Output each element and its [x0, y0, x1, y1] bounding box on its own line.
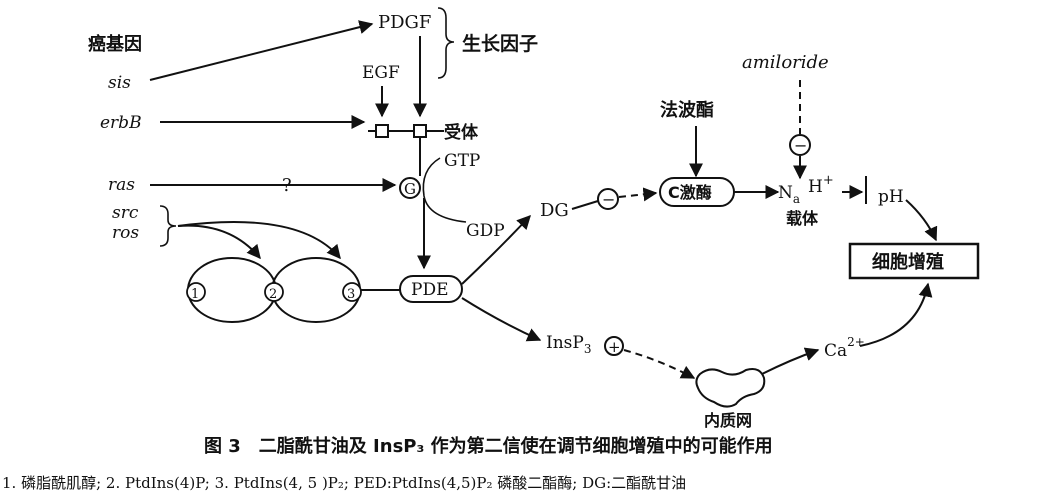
dg-minus-circle — [597, 188, 619, 210]
ph-to-proliferation-arrow — [905, 199, 938, 242]
insp3-label: InsP3 — [546, 333, 591, 356]
growth-factor-brace — [437, 7, 455, 79]
lipid-2-circle — [264, 282, 284, 302]
pde-to-dg-arrow — [461, 214, 531, 285]
lipid-1-circle — [186, 282, 206, 302]
oncogene-src: src — [112, 203, 139, 223]
oncogene-ros: ros — [112, 223, 139, 243]
pde-box — [399, 275, 463, 303]
ca-label: Ca2+ — [824, 335, 865, 361]
na-label: Na — [778, 183, 800, 206]
h-label: H+ — [808, 173, 834, 197]
dg-minus-sign: − — [602, 190, 615, 209]
pde-to-insp3-arrow — [461, 297, 542, 342]
src-ros-brace — [159, 205, 177, 247]
amiloride-label: amiloride — [742, 52, 829, 73]
carrier-label: 载体 — [786, 209, 819, 228]
amiloride-minus-sign: − — [794, 136, 807, 155]
amiloride-minus-circle — [789, 134, 811, 156]
g-protein-label: G — [404, 180, 416, 198]
dg-to-pkc-arrow — [618, 187, 658, 202]
lipid-3-circle — [342, 282, 362, 302]
lipid-3-label: 3 — [347, 287, 355, 302]
figure-footnote: 1. 磷脂酰肌醇; 2. PtdIns(4)P; 3. PtdIns(4, 5 … — [2, 474, 686, 492]
phorbol-ester-label: 法波酯 — [660, 99, 714, 121]
dg-to-minus-line — [571, 200, 599, 210]
er-shape — [695, 368, 766, 408]
proliferation-box — [848, 242, 980, 280]
insp3-plus-sign: + — [608, 338, 621, 356]
insp3-to-er-arrow — [623, 349, 696, 379]
pkc-label: C激酶 — [668, 183, 712, 202]
growth-factors-label: 生长因子 — [462, 32, 538, 55]
pdgf-label: PDGF — [378, 12, 431, 33]
lipid-2-label: 2 — [269, 287, 277, 302]
gdp-label: GDP — [466, 221, 505, 241]
oncogene-erbb: erbB — [100, 113, 142, 133]
proliferation-label: 细胞增殖 — [872, 251, 944, 273]
pde-label: PDE — [411, 280, 448, 300]
ph-label: pH — [878, 187, 904, 207]
er-to-ca-arrow — [761, 347, 820, 375]
gtp-label: GTP — [444, 151, 480, 171]
src-ros-to-lipid2-arrow — [177, 224, 261, 260]
egf-label: EGF — [362, 63, 400, 83]
g-protein-circle — [399, 177, 421, 199]
receptor-label: 受体 — [444, 122, 479, 143]
insp3-plus-circle — [604, 336, 624, 356]
src-ros-to-lipid3-arrow — [177, 221, 341, 260]
receptor-box-2 — [413, 124, 427, 138]
oncogene-ras: ras — [108, 175, 135, 195]
question-mark: ? — [282, 175, 292, 196]
oncogenes-heading: 癌基因 — [88, 33, 142, 55]
sis-to-pdgf-arrow — [149, 20, 374, 81]
dg-label: DG — [540, 200, 569, 221]
oncogene-sis: sis — [108, 73, 131, 93]
ca-to-proliferation-arrow — [859, 282, 933, 347]
gtp-gdp-curve — [422, 157, 467, 223]
figure-caption: 图 3 二脂酰甘油及 InsP₃ 作为第二信使在调节细胞增殖中的可能作用 — [204, 435, 773, 457]
lipid-1-label: 1 — [191, 287, 199, 302]
er-label: 内质网 — [704, 411, 752, 430]
receptor-box-1 — [375, 124, 389, 138]
